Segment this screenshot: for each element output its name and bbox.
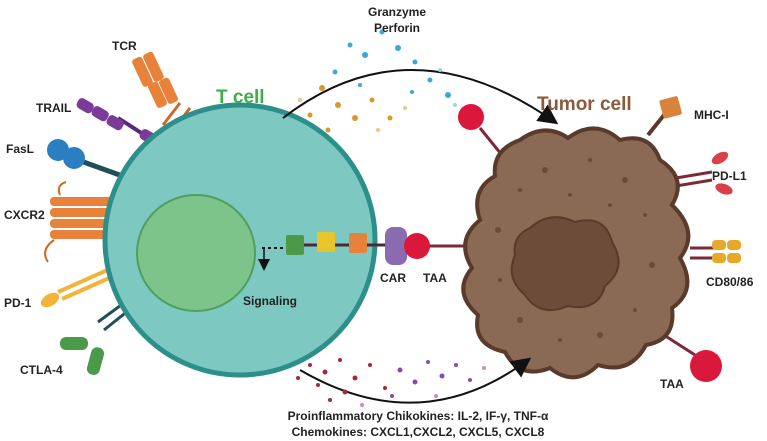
cytokine-particles [296, 358, 486, 407]
perforin-label: Perforin [374, 21, 420, 35]
fasl-receptor [47, 139, 129, 181]
pdl1-label: PD-L1 [712, 169, 747, 183]
tumor-nucleus [510, 216, 620, 312]
cd80-label: CD80/86 [706, 275, 754, 289]
car-construct [258, 227, 407, 271]
cxcr2-label: CXCR2 [4, 208, 45, 222]
trail-label: TRAIL [36, 101, 71, 115]
t-cell-nucleus [136, 194, 256, 312]
top-arrow [282, 69, 559, 125]
taa-bottom-label: TAA [660, 377, 684, 391]
car-domain-green [286, 235, 304, 255]
car-scfv [385, 227, 407, 265]
chemokines-label: Chemokines: CXCL1,CXCL2, CXCL5, CXCL8 [292, 425, 545, 439]
granzyme-label: Granzyme [368, 5, 426, 19]
signaling-label: Signaling [243, 294, 297, 308]
cytokines-label: Proinflammatory Chikokines: IL-2, IF-γ, … [288, 409, 549, 423]
pd1-label: PD-1 [4, 296, 32, 310]
ctla4-label: CTLA-4 [20, 363, 63, 377]
car-label: CAR [380, 271, 406, 285]
granzyme-perforin-particles [298, 29, 457, 133]
tumor-cell-title: Tumor cell [537, 94, 632, 115]
taa-center-label: TAA [423, 271, 447, 285]
taa-center-antigen [404, 233, 430, 259]
fasl-label: FasL [6, 142, 34, 156]
mhc1-label: MHC-I [694, 108, 729, 122]
pd1-receptor [40, 266, 117, 308]
car-domain-orange [349, 233, 367, 253]
tcr-label: TCR [112, 39, 137, 53]
trail-receptor [76, 98, 162, 147]
t-cell-title: T cell [216, 87, 265, 108]
bottom-arrow [299, 357, 532, 404]
car-domain-yellow [317, 232, 335, 252]
tumor-speckles [495, 158, 655, 342]
